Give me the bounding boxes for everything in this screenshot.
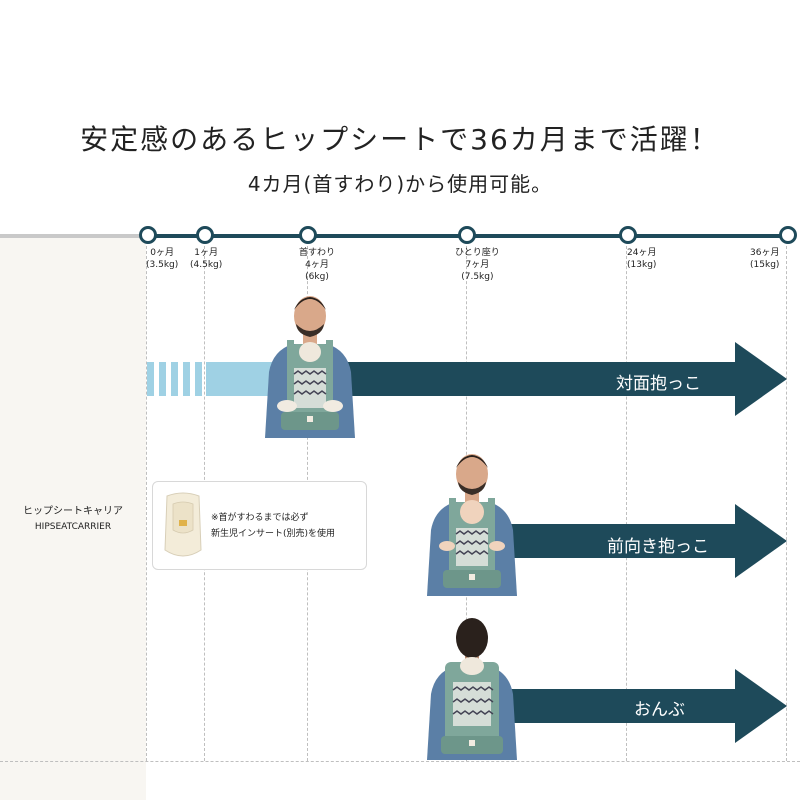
position-label-face-in: 対面抱っこ: [616, 374, 701, 394]
light-bar: [206, 362, 280, 396]
milestone-age: 1ヶ月: [194, 248, 218, 258]
milestone-age: 24ヶ月: [627, 248, 657, 258]
milestone-weight: (7.5kg): [461, 272, 494, 282]
newborn-insert-note: ※首がすわるまでは必ず 新生児インサート(別売)を使用: [152, 481, 367, 570]
milestone-4: 24ヶ月 (13kg): [627, 247, 656, 271]
arrow-back-shaft: [505, 689, 736, 723]
side-label-ja: ヒップシートキャリア: [23, 506, 123, 517]
arrow-back-head: [735, 669, 787, 743]
side-label-en: HIPSEATCARRIER: [34, 522, 112, 532]
timeline-node-4: [619, 226, 637, 244]
grid-line: [146, 246, 147, 761]
milestone-weight: (4.5kg): [190, 260, 223, 270]
milestone-1: 1ヶ月 (4.5kg): [190, 247, 222, 271]
side-panel: ヒップシートキャリア HIPSEATCARRIER: [0, 236, 146, 800]
milestone-event: ひとり座り: [455, 248, 500, 258]
milestone-weight: (15kg): [750, 260, 780, 270]
milestone-age: 7ヶ月: [465, 260, 490, 270]
newborn-insert-icon: [164, 492, 202, 557]
stripe-segment: [147, 362, 154, 396]
stripe-segment: [159, 362, 166, 396]
grid-line: [786, 246, 787, 761]
arrow-face-out-head: [735, 504, 787, 578]
milestone-weight: (6kg): [305, 272, 329, 282]
arrow-face-out-shaft: [505, 524, 736, 558]
arrow-face-in-head: [735, 342, 787, 416]
timeline-node-2: [299, 226, 317, 244]
man-carrier-face-in-photo: [265, 296, 355, 438]
milestone-event: 首すわり: [299, 248, 336, 258]
milestone-age: 0ヶ月: [150, 248, 174, 258]
milestone-0: 0ヶ月 (3.5kg): [146, 247, 178, 271]
milestone-weight: (13kg): [627, 260, 657, 270]
timeline-node-1: [196, 226, 214, 244]
timeline-node-0: [139, 226, 157, 244]
milestone-5: 36ヶ月 (15kg): [750, 247, 779, 271]
stripe-segment: [183, 362, 190, 396]
arrow-face-in-shaft: [348, 362, 736, 396]
position-label-face-out: 前向き抱っこ: [607, 537, 709, 557]
timeline-left-segment: [0, 234, 146, 238]
man-carrier-face-out-photo: [427, 454, 517, 596]
milestone-age: 36ヶ月: [750, 248, 780, 258]
note-line-1: ※首がすわるまでは必ず: [211, 513, 309, 523]
stripe-segment: [171, 362, 178, 396]
bottom-divider: [0, 761, 800, 762]
stripe-segment: [195, 362, 202, 396]
headline-title: 安定感のあるヒップシートで36カ月まで活躍！: [80, 123, 720, 156]
grid-line: [626, 246, 627, 761]
milestone-weight: (3.5kg): [146, 260, 179, 270]
milestone-2: 首すわり 4ヶ月 (6kg): [299, 247, 335, 283]
timeline-node-3: [458, 226, 476, 244]
milestone-age: 4ヶ月: [305, 260, 329, 270]
milestone-3: ひとり座り 7ヶ月 (7.5kg): [455, 247, 500, 283]
headline-subtitle: 4カ月(首すわり)から使用可能。: [247, 172, 553, 196]
timeline-node-5: [779, 226, 797, 244]
note-line-2: 新生児インサート(別売)を使用: [211, 529, 336, 539]
man-carrier-back-photo: [427, 618, 517, 760]
position-label-back: おんぶ: [634, 700, 685, 720]
